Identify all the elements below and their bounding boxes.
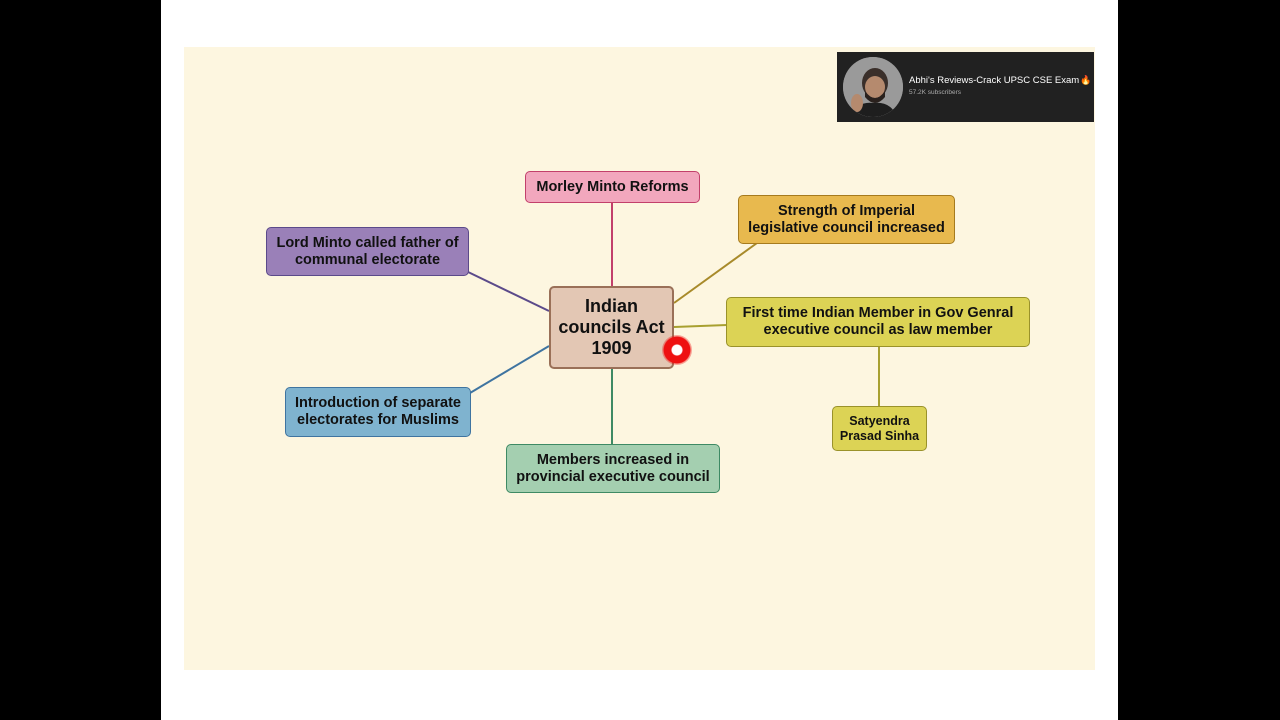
node-morley-minto-reforms: Morley Minto Reforms — [525, 171, 700, 203]
subscriber-count: 57.2K subscribers — [909, 89, 962, 96]
avatar-person-icon — [843, 57, 903, 117]
channel-watermark[interactable]: Abhi's Reviews-Crack UPSC CSE Exam🔥 57.2… — [837, 52, 1094, 122]
node-satyendra-prasad-sinha: Satyendra Prasad Sinha — [832, 406, 927, 451]
pointer-highlight — [662, 335, 692, 365]
node-first-indian-member: First time Indian Member in Gov Genral e… — [726, 297, 1030, 347]
node-strength-imperial-council: Strength of Imperial legislative council… — [738, 195, 955, 244]
node-central-topic: Indian councils Act 1909 — [549, 286, 674, 369]
fire-icon: 🔥 — [1080, 75, 1092, 85]
node-lord-minto: Lord Minto called father of communal ele… — [266, 227, 469, 276]
node-members-increased: Members increased in provincial executiv… — [506, 444, 720, 493]
avatar[interactable] — [843, 57, 903, 117]
channel-name: Abhi's Reviews-Crack UPSC CSE Exam🔥 — [909, 75, 1092, 86]
node-separate-electorates: Introduction of separate electorates for… — [285, 387, 471, 437]
